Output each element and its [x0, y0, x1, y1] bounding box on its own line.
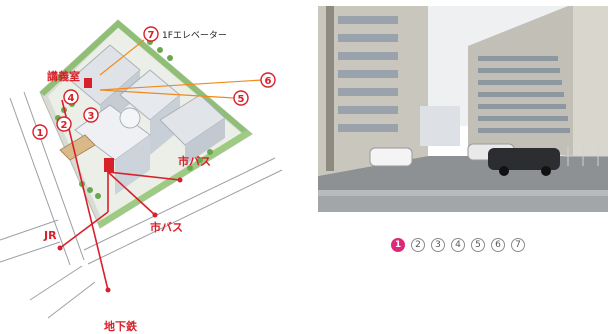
marker-3: 3	[83, 107, 99, 123]
road-lines	[0, 91, 283, 319]
svg-text:6: 6	[265, 76, 272, 87]
bus-label-1: 市バス	[178, 154, 211, 168]
lecture-room-building	[84, 78, 92, 88]
svg-text:4: 4	[68, 93, 75, 104]
svg-text:7: 7	[148, 30, 155, 41]
svg-text:1: 1	[37, 128, 44, 139]
pager-dot-5[interactable]: 5	[471, 238, 485, 252]
marker-4: 4	[63, 89, 79, 105]
campus-map: 1 2 3 4 5 6 7 1Fエレベーター 講義室 市バス 市バス JR 地下…	[0, 19, 283, 333]
elevator-label: 1Fエレベーター	[162, 30, 227, 41]
bus-label-2: 市バス	[150, 220, 183, 234]
pager-dot-1[interactable]: 1	[391, 238, 405, 252]
pager-dot-3[interactable]: 3	[431, 238, 445, 252]
svg-text:5: 5	[238, 94, 245, 105]
photo-pager: 1 2 3 4 5 6 7	[391, 238, 525, 252]
pager-dot-2[interactable]: 2	[411, 238, 425, 252]
jr-label: JR	[43, 229, 57, 242]
marker-1: 1	[32, 124, 48, 140]
svg-text:3: 3	[88, 111, 95, 122]
parking-lot-photo	[318, 6, 608, 212]
pager-dot-4[interactable]: 4	[451, 238, 465, 252]
marker-6: 6	[260, 72, 276, 88]
marker-7: 7	[143, 26, 159, 42]
pager-dot-6[interactable]: 6	[491, 238, 505, 252]
pager-dot-7[interactable]: 7	[511, 238, 525, 252]
marker-2: 2	[56, 116, 72, 132]
svg-text:2: 2	[61, 120, 68, 131]
subway-label: 地下鉄	[104, 319, 138, 333]
marker-5: 5	[233, 90, 249, 106]
campus-block	[39, 19, 253, 229]
lecture-room-label: 講義室	[47, 69, 80, 83]
destination-building	[104, 158, 114, 172]
pointer-lines	[99, 39, 263, 99]
route-lines	[59, 99, 181, 291]
